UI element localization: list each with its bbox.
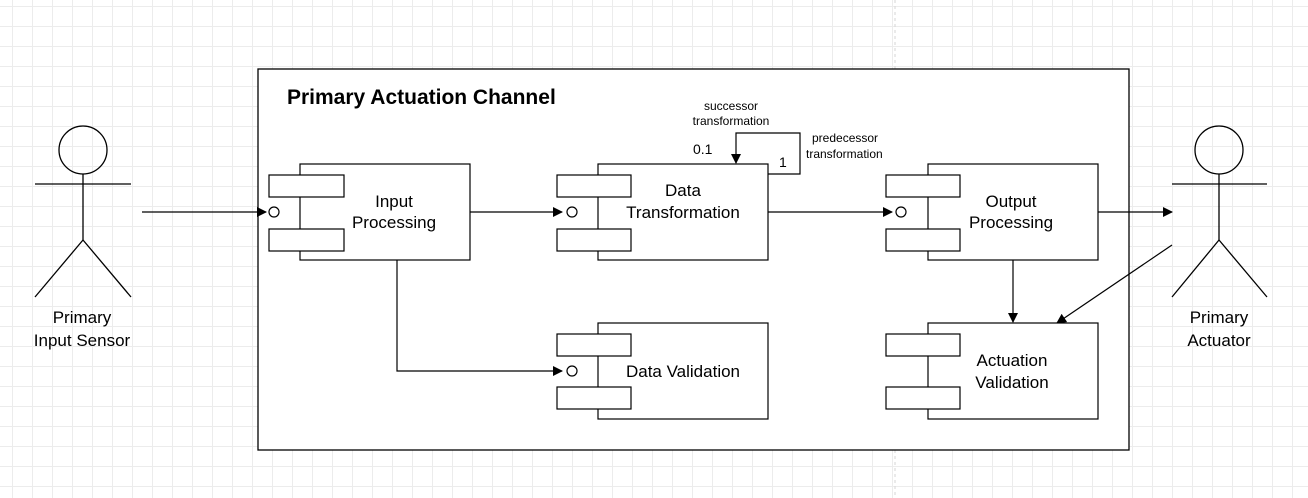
- component-tab-icon: [885, 386, 961, 410]
- component-label-line1: Input: [375, 192, 413, 211]
- successor-label-line2: transformation: [693, 114, 770, 128]
- multiplicity-target: 0.1: [693, 141, 713, 157]
- component-tab-icon: [268, 228, 345, 252]
- interface-ports: [268, 206, 907, 377]
- component-tab-icon: [268, 174, 345, 198]
- edge-actuator-to-actuation-validation[interactable]: [1056, 244, 1173, 324]
- predecessor-label-line2: transformation: [806, 147, 883, 161]
- actor-primary-actuator[interactable]: Primary Actuator: [1171, 125, 1268, 350]
- multiplicity-source: 1: [779, 154, 787, 170]
- actor-primary-input-sensor[interactable]: Primary Input Sensor: [34, 125, 132, 350]
- component-label-line2: Validation: [975, 373, 1048, 392]
- edge-self-loop-transformation[interactable]: [731, 132, 801, 175]
- component-tab-icon: [556, 228, 632, 252]
- actor-label-line1: Primary: [1190, 308, 1249, 327]
- component-tab-icon: [885, 333, 961, 357]
- component-label-line2: Transformation: [626, 203, 740, 222]
- connectors: [142, 132, 1173, 376]
- component-tab-icon: [885, 174, 961, 198]
- component-data-transformation[interactable]: Data Transformation: [556, 163, 769, 261]
- component-actuation-validation[interactable]: Actuation Validation: [885, 322, 1099, 420]
- actor-label-line1: Primary: [53, 308, 112, 327]
- component-tab-icon: [556, 174, 632, 198]
- component-label: Data Validation: [626, 362, 740, 381]
- stick-figure-icon: [34, 125, 132, 298]
- component-input-processing[interactable]: Input Processing: [268, 163, 471, 261]
- self-loop-labels: successor transformation predecessor tra…: [693, 99, 883, 170]
- component-label-line2: Processing: [969, 213, 1053, 232]
- component-label-line1: Output: [985, 192, 1036, 211]
- component-tab-icon: [556, 333, 632, 357]
- component-label-line2: Processing: [352, 213, 436, 232]
- port-output-processing[interactable]: [895, 206, 907, 218]
- container-title: Primary Actuation Channel: [287, 86, 556, 109]
- component-tab-icon: [556, 386, 632, 410]
- component-data-validation[interactable]: Data Validation: [556, 322, 769, 420]
- component-label-line1: Data: [665, 181, 701, 200]
- component-label-line1: Actuation: [977, 351, 1048, 370]
- actor-label-line2: Actuator: [1187, 331, 1251, 350]
- stick-figure-icon: [1171, 125, 1268, 298]
- edge-input-to-validation[interactable]: [396, 260, 563, 376]
- component-tab-icon: [885, 228, 961, 252]
- predecessor-label-line1: predecessor: [812, 131, 878, 145]
- actor-label-line2: Input Sensor: [34, 331, 131, 350]
- component-output-processing[interactable]: Output Processing: [885, 163, 1099, 261]
- successor-label-line1: successor: [704, 99, 758, 113]
- port-input-processing[interactable]: [268, 206, 280, 218]
- port-data-transformation[interactable]: [566, 206, 578, 218]
- port-data-validation[interactable]: [566, 365, 578, 377]
